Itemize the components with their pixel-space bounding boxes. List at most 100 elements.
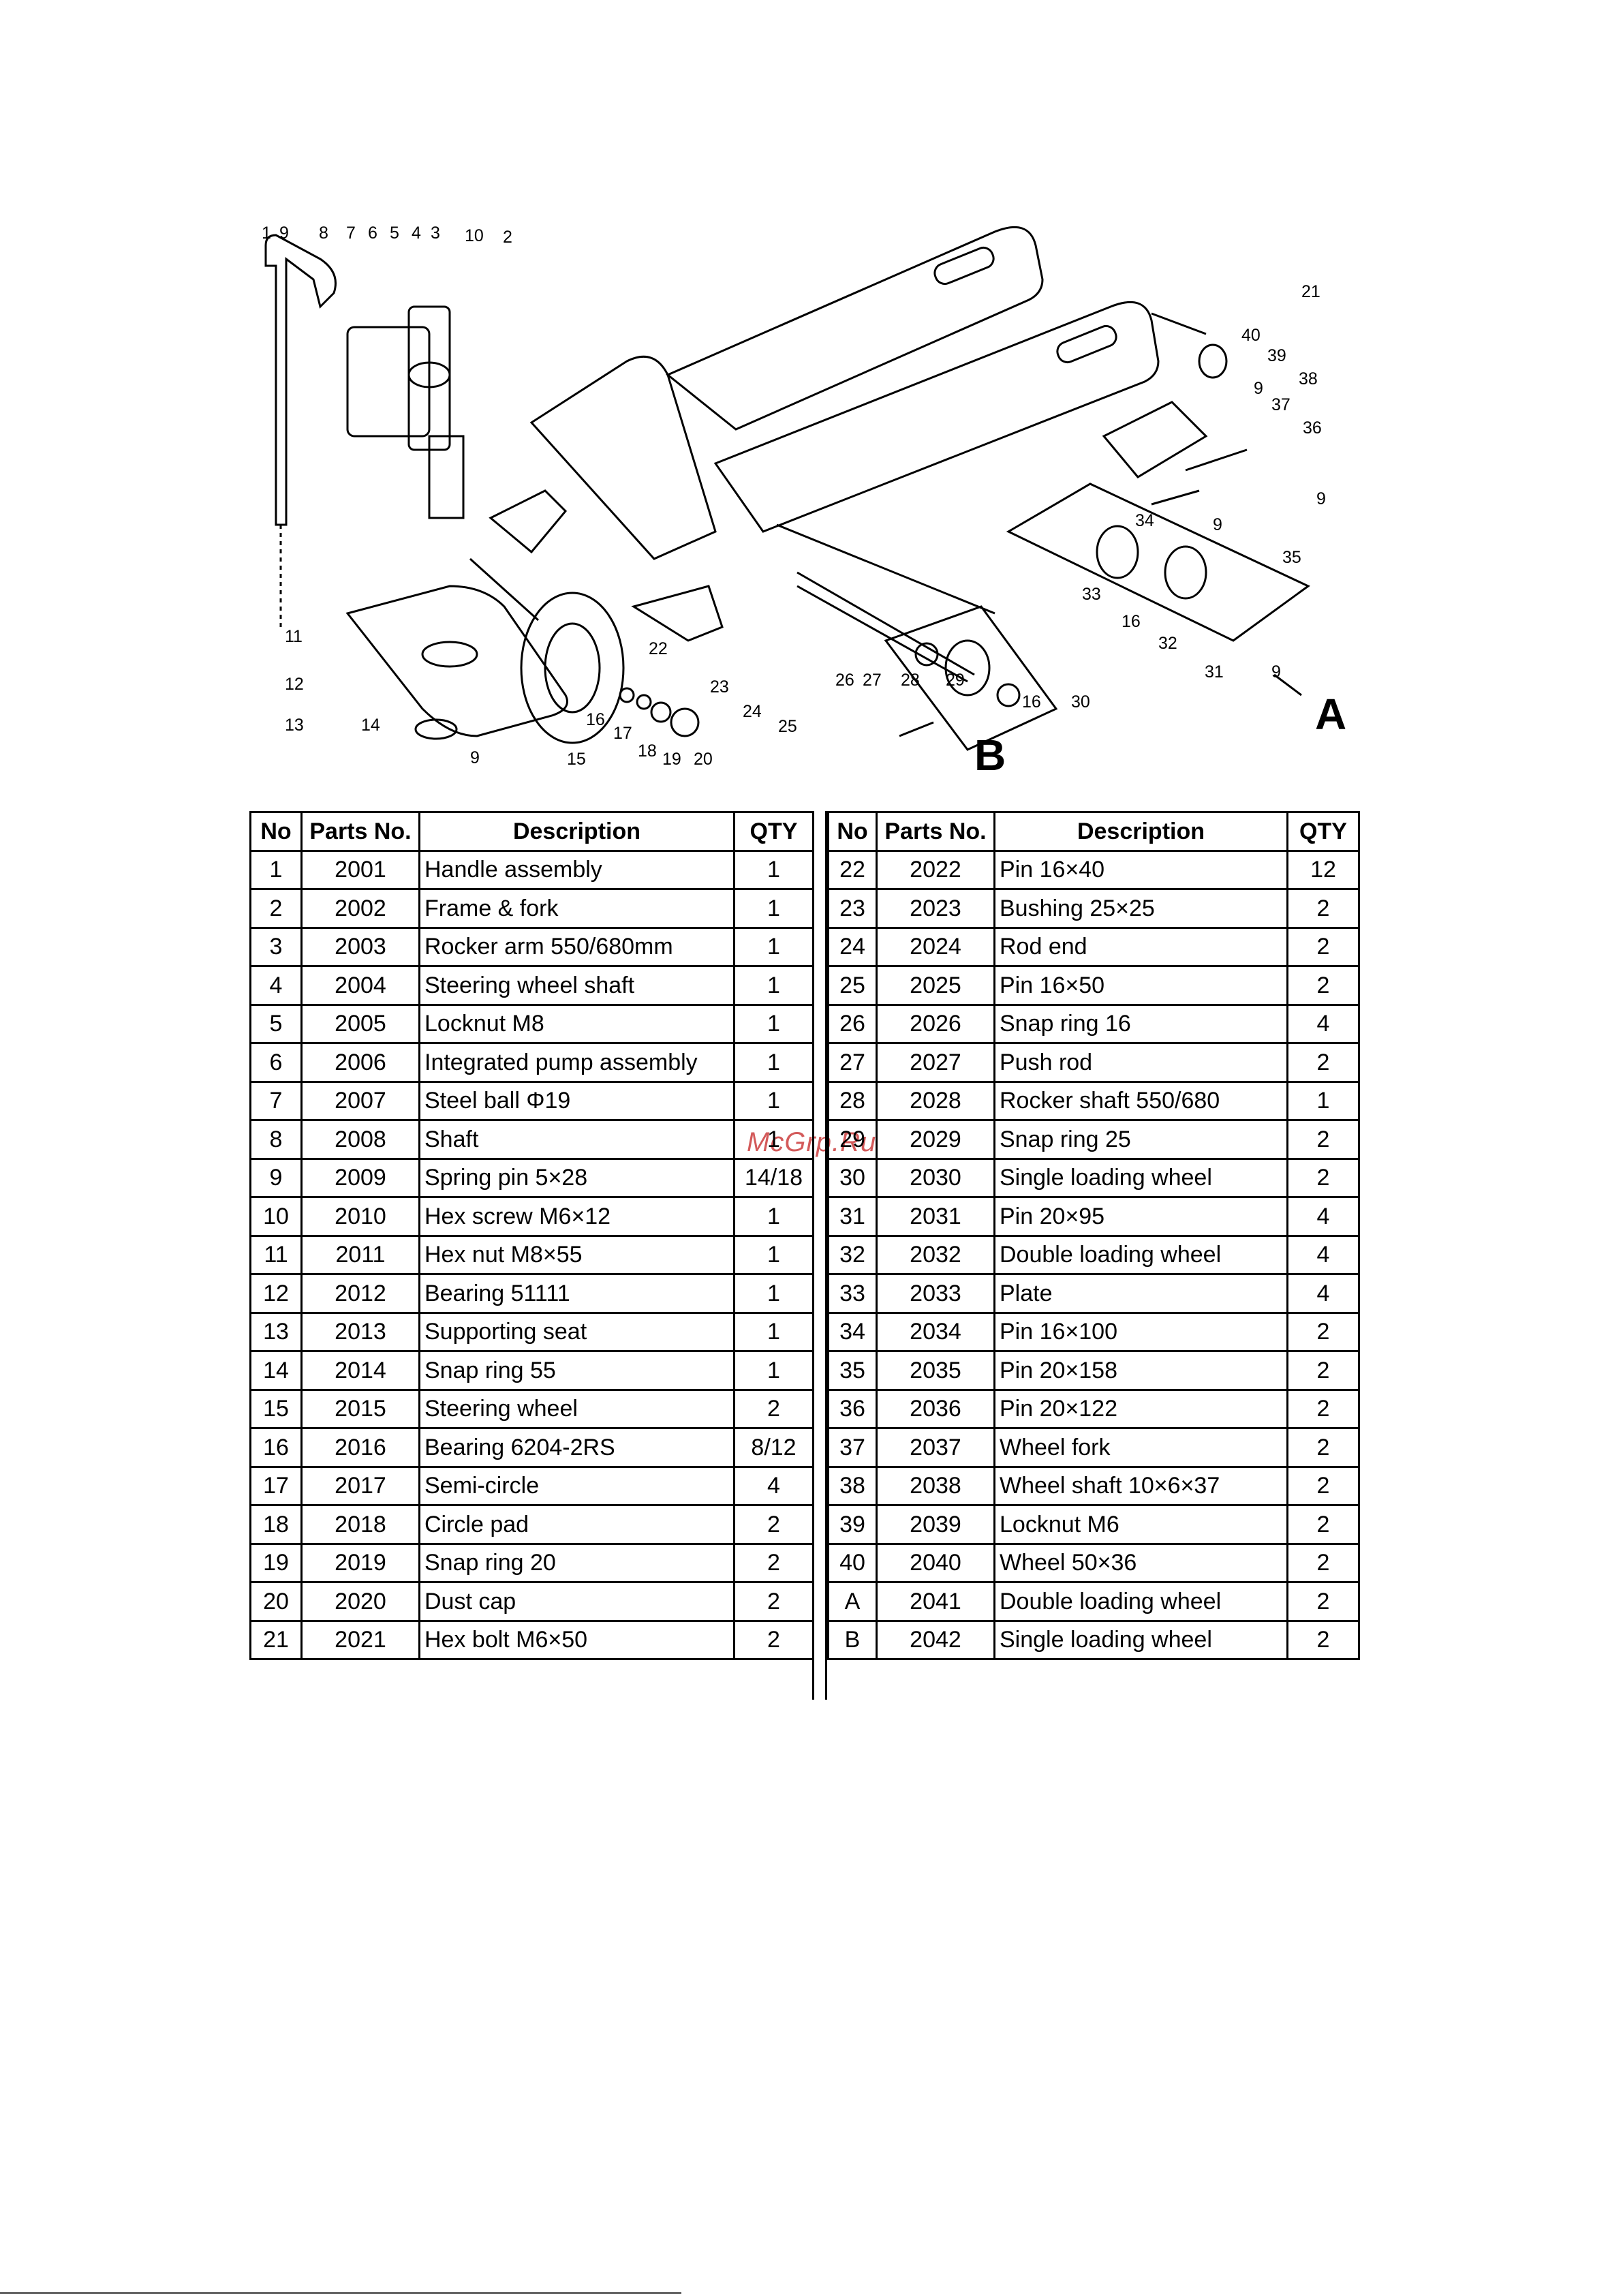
cell-no: 19 [249,1542,303,1583]
callout-label: 9 [1271,662,1281,682]
cell-parts-no: 2012 [300,1273,420,1314]
callout-label: 32 [1158,634,1177,653]
callout-label: 30 [1071,692,1090,711]
cell-no: 34 [827,1311,878,1352]
cell-qty: 2 [733,1504,814,1545]
cell-description: Integrated pump assembly [418,1042,735,1083]
cell-no: 29 [827,1119,878,1160]
cell-no: 13 [249,1311,303,1352]
cell-qty: 2 [1286,1042,1360,1083]
cell-description: Wheel fork [993,1427,1288,1468]
cell-parts-no: 2008 [300,1119,420,1160]
header-description: Description [418,811,735,852]
cell-parts-no: 2033 [876,1273,995,1314]
callout-label: 19 [662,750,681,769]
cell-description: Frame & fork [418,888,735,929]
table-header-row: No Parts No. Description QTY [249,811,814,852]
cell-description: Snap ring 25 [993,1119,1288,1160]
cell-parts-no: 2004 [300,965,420,1006]
cell-description: Wheel shaft 10×6×37 [993,1465,1288,1506]
callout-label: 29 [946,671,965,690]
cell-qty: 2 [1286,1504,1360,1545]
cell-parts-no: 2040 [876,1542,995,1583]
cell-description: Bushing 25×25 [993,888,1288,929]
cell-qty: 1 [733,849,814,890]
cell-parts-no: 2011 [300,1234,420,1275]
cell-no: 28 [827,1080,878,1121]
callout-label: 25 [778,717,797,736]
cell-description: Snap ring 55 [418,1350,735,1391]
cell-parts-no: 2036 [876,1388,995,1429]
cell-description: Pin 20×95 [993,1196,1288,1237]
cell-parts-no: 2027 [876,1042,995,1083]
handle-shape [264,234,337,526]
cell-qty: 2 [1286,1465,1360,1506]
cell-qty: 2 [1286,888,1360,929]
footer-divider [0,2292,681,2294]
cell-qty: 2 [733,1581,814,1622]
callout-label: 21 [1301,282,1320,301]
callout-label: 34 [1135,511,1154,530]
cell-description: Pin 16×100 [993,1311,1288,1352]
cell-parts-no: 2035 [876,1350,995,1391]
cell-no: 1 [249,849,303,890]
header-no: No [249,811,303,852]
cell-no: 33 [827,1273,878,1314]
cell-qty: 1 [733,926,814,967]
cell-description: Plate [993,1273,1288,1314]
callout-label: 13 [285,716,304,735]
cell-qty: 1 [733,1080,814,1121]
cell-description: Steering wheel shaft [418,965,735,1006]
cell-parts-no: 2016 [300,1427,420,1468]
cell-parts-no: 2018 [300,1504,420,1545]
cell-no: 8 [249,1119,303,1160]
header-qty: QTY [1286,811,1360,852]
cell-no: 10 [249,1196,303,1237]
callout-label: 5 [390,224,399,243]
cell-parts-no: 2041 [876,1581,995,1622]
cell-no: 6 [249,1042,303,1083]
cell-description: Snap ring 20 [418,1542,735,1583]
cell-parts-no: 2031 [876,1196,995,1237]
cell-parts-no: 2006 [300,1042,420,1083]
cell-parts-no: 2039 [876,1504,995,1545]
cell-parts-no: 2026 [876,1003,995,1044]
cell-parts-no: 2032 [876,1234,995,1275]
cell-parts-no: 2022 [876,849,995,890]
callout-label: 14 [361,716,380,735]
cell-no: 11 [249,1234,303,1275]
cell-description: Wheel 50×36 [993,1542,1288,1583]
callout-label: 9 [1254,379,1263,398]
cell-no: 24 [827,926,878,967]
callout-label: 35 [1282,548,1301,567]
cell-qty: 4 [1286,1196,1360,1237]
cell-no: 9 [249,1157,303,1198]
cell-description: Bearing 51111 [418,1273,735,1314]
cell-description: Single loading wheel [993,1619,1288,1660]
cell-description: Double loading wheel [993,1234,1288,1275]
cell-parts-no: 2023 [876,888,995,929]
callout-label: 2 [503,228,512,247]
cell-description: Single loading wheel [993,1157,1288,1198]
cell-description: Hex nut M8×55 [418,1234,735,1275]
cell-no: 32 [827,1234,878,1275]
cell-qty: 4 [1286,1273,1360,1314]
cell-no: 14 [249,1350,303,1391]
callout-label: 17 [613,724,632,743]
